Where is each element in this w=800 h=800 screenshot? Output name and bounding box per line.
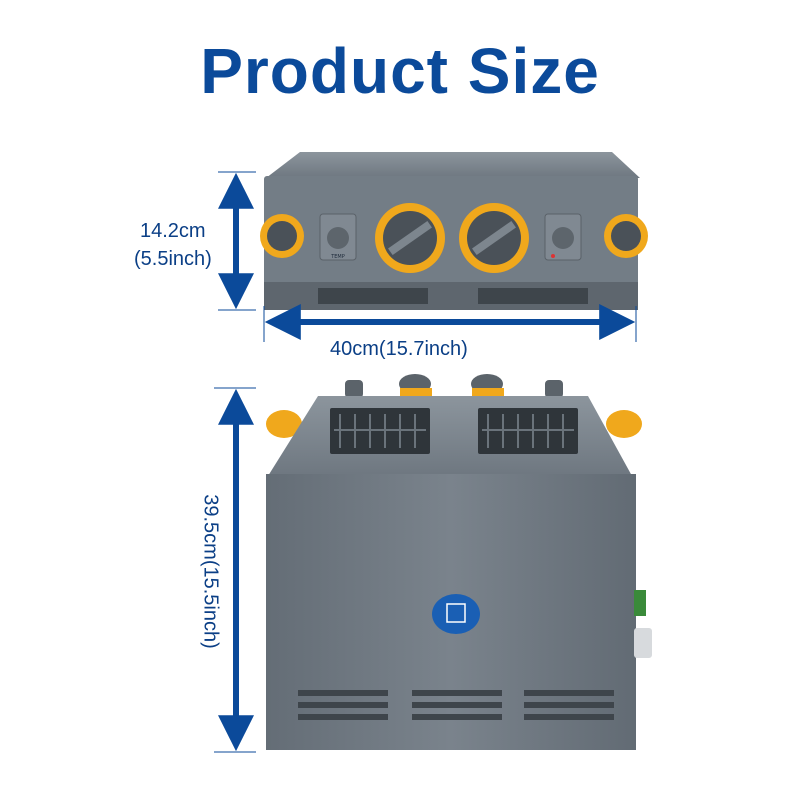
brand-badge-icon	[432, 594, 480, 634]
top-grille-left	[330, 408, 430, 454]
side-connector	[634, 590, 646, 616]
temp-knob: TEMP	[319, 213, 357, 261]
bottom-vents	[298, 690, 614, 720]
unit-front-view: TEMP	[260, 152, 648, 310]
front-vent-left	[375, 203, 445, 273]
front-vent-right	[459, 203, 529, 273]
width-label: 40cm(15.7inch)	[330, 338, 468, 360]
depth-dimension	[214, 387, 256, 753]
side-cable-gland	[634, 628, 652, 658]
depth-label: 39.5cm(15.5inch)	[199, 494, 222, 649]
unit-top-panel	[266, 152, 640, 178]
page-title: Product Size	[200, 35, 600, 107]
height-label-inch: (5.5inch)	[134, 248, 212, 270]
unit-top-view	[266, 374, 652, 750]
fan-knob	[544, 213, 582, 261]
bottom-grille-left	[318, 288, 428, 304]
top-grille-right	[478, 408, 578, 454]
height-dimension	[218, 171, 256, 311]
width-dimension	[263, 304, 637, 342]
height-label-cm: 14.2cm	[140, 220, 206, 242]
bottom-grille-right	[478, 288, 588, 304]
unit-front-face	[264, 176, 638, 288]
temp-knob-label: TEMP	[330, 254, 345, 260]
